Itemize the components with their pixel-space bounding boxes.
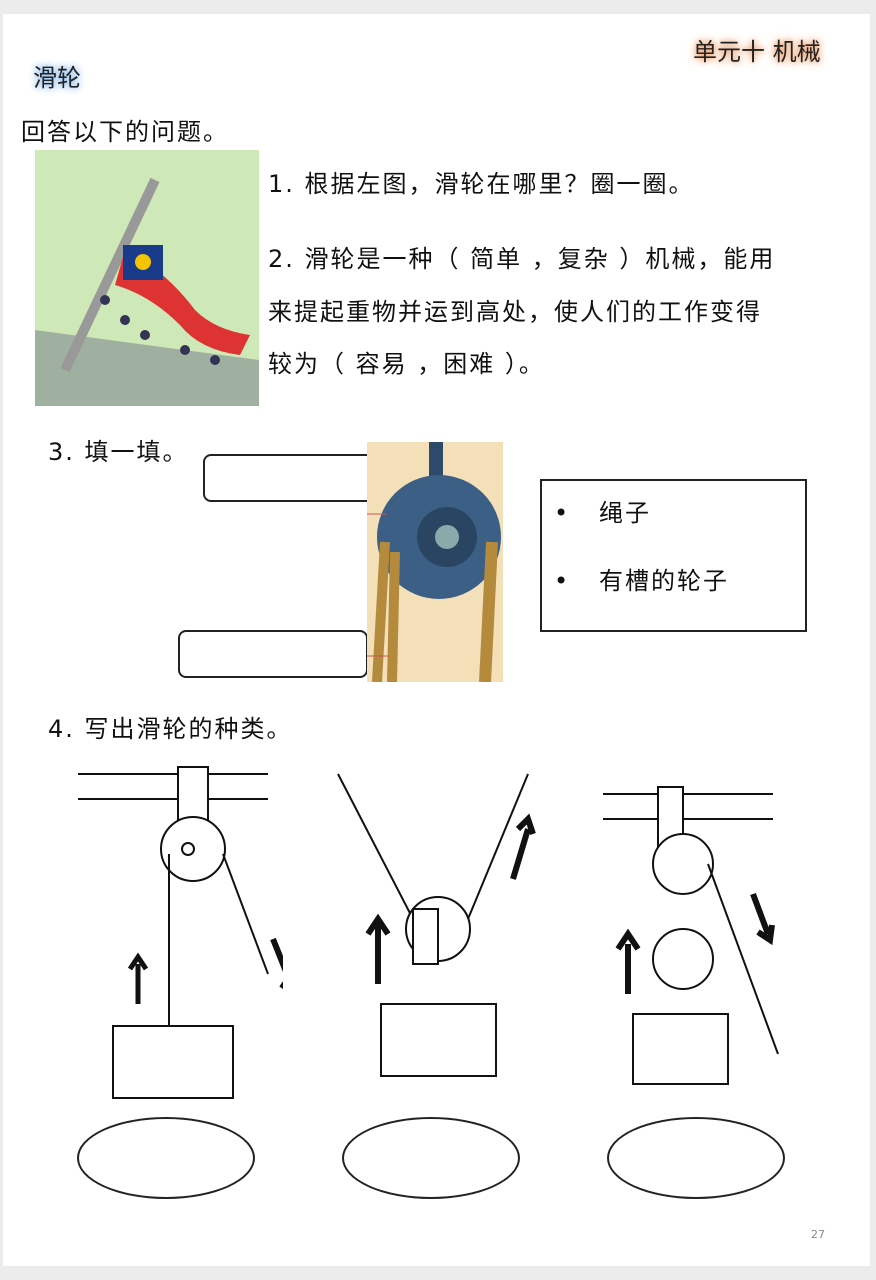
question-2-line1: 2. 滑轮是一种（ 简单 ，复杂 ）机械，能用 — [268, 245, 776, 273]
answer-oval-1[interactable] — [77, 1117, 255, 1199]
compound-pulley-drawing — [603, 786, 779, 1085]
answer-oval-2[interactable] — [342, 1117, 520, 1199]
question-2-line3: 较为（ 容易 ，困难 ）。 — [268, 350, 545, 378]
word-bank: • 绳子 • 有槽的轮子 — [540, 479, 807, 632]
unit-title: 单元十 机械 — [693, 38, 821, 66]
page-number: 27 — [811, 1228, 825, 1241]
instruction: 回答以下的问题。 — [21, 118, 229, 146]
answer-box-top[interactable] — [203, 454, 395, 502]
topic-title: 滑轮 — [33, 64, 81, 92]
question-3: 3. 填一填。 — [48, 438, 189, 466]
fixed-pulley-drawing — [78, 766, 283, 1099]
word-bank-item: • 绳子 — [554, 499, 652, 527]
answer-box-bottom[interactable] — [178, 630, 368, 678]
pulley-photo — [367, 442, 503, 682]
worksheet-page: 单元十 机械 滑轮 回答以下的问题。 1. 根据左图，滑轮在哪里？圈一圈。 2.… — [3, 14, 870, 1266]
answer-oval-3[interactable] — [607, 1117, 785, 1199]
word-bank-item: • 有槽的轮子 — [554, 567, 730, 595]
flag-raising-image — [35, 150, 259, 406]
question-4: 4. 写出滑轮的种类。 — [48, 715, 293, 743]
movable-pulley-drawing — [337, 773, 536, 1077]
question-2-line2: 来提起重物并运到高处，使人们的工作变得 — [268, 298, 762, 326]
question-1: 1. 根据左图，滑轮在哪里？圈一圈。 — [268, 170, 695, 198]
